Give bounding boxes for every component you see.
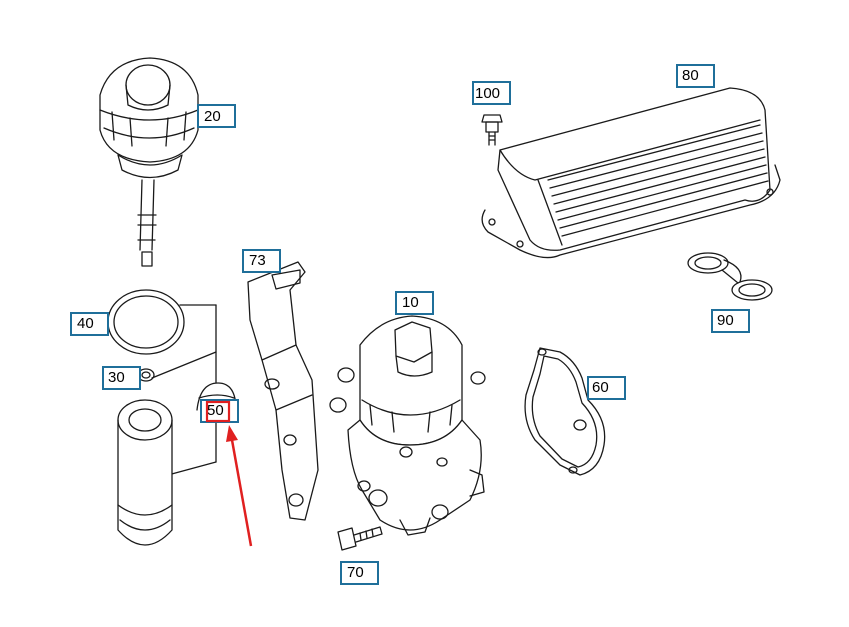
- callout-73-label: 73: [249, 252, 266, 269]
- callout-10[interactable]: 10: [395, 291, 434, 315]
- part-filter-element: [117, 399, 173, 546]
- callout-60[interactable]: 60: [587, 376, 626, 400]
- callout-40-label: 40: [77, 315, 94, 332]
- highlight-arrow: [226, 425, 253, 547]
- highlight-box: [205, 400, 231, 423]
- callout-30-label: 30: [108, 369, 125, 386]
- part-60-gasket: [524, 347, 606, 476]
- part-90-gasket: [687, 252, 773, 301]
- part-100-bolt: [481, 114, 503, 146]
- part-20-filter-cap: [99, 57, 199, 267]
- callout-70-label: 70: [347, 564, 364, 581]
- callout-70[interactable]: 70: [340, 561, 379, 585]
- callout-90-label: 90: [717, 312, 734, 329]
- callout-80-label: 80: [682, 67, 699, 84]
- callout-50[interactable]: 50: [200, 399, 239, 423]
- callout-40[interactable]: 40: [70, 312, 109, 336]
- part-70-bolt: [337, 526, 383, 551]
- callout-80[interactable]: 80: [676, 64, 715, 88]
- callout-10-label: 10: [402, 294, 419, 311]
- callout-100[interactable]: 100: [472, 81, 511, 105]
- callout-20-label: 20: [204, 108, 221, 125]
- part-40-o-ring: [107, 289, 185, 355]
- callout-100-label: 100: [475, 85, 500, 102]
- part-73-bracket: [247, 261, 319, 521]
- callout-73[interactable]: 73: [242, 249, 281, 273]
- callout-90[interactable]: 90: [711, 309, 750, 333]
- callout-30[interactable]: 30: [102, 366, 141, 390]
- callout-60-label: 60: [592, 379, 609, 396]
- part-80-oil-cooler: [481, 87, 781, 259]
- part-10-filter-housing: [329, 315, 486, 536]
- callout-50-label: 50: [207, 402, 224, 419]
- callout-20[interactable]: 20: [197, 104, 236, 128]
